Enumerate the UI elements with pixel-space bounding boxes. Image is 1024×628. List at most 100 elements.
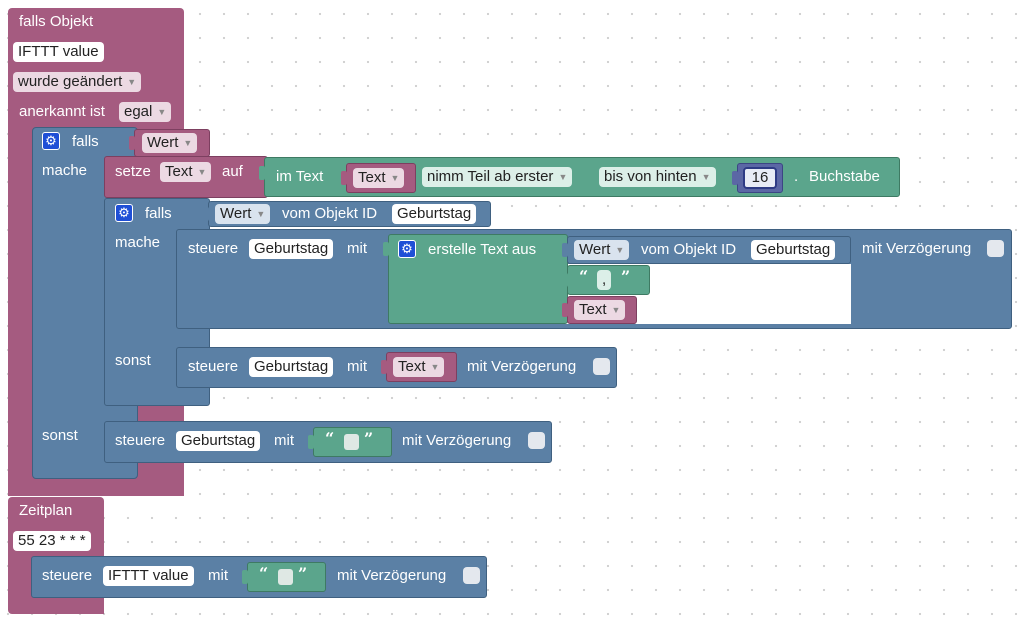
open-quote-icon: “ [579, 267, 589, 286]
set-auf: auf [222, 163, 243, 180]
gear-icon[interactable]: ⚙ [115, 204, 133, 222]
control1-mit: mit [347, 240, 367, 257]
trigger-change-label: wurde geändert [18, 73, 123, 90]
substring-buchstabe: Buchstabe [809, 168, 880, 185]
connector-tab [341, 171, 347, 185]
set-var-dropdown[interactable]: Text ▼ [160, 162, 212, 182]
schedule-title: Zeitplan [19, 502, 73, 519]
substring-to-dropdown[interactable]: bis von hinten ▼ [599, 167, 716, 187]
chevron-down-icon: ▼ [611, 305, 621, 315]
substring-to-label: bis von hinten [604, 168, 697, 185]
schedule-mit: mit [208, 567, 228, 584]
control1-steuere: steuere [188, 240, 239, 257]
join-wert-label: Wert [579, 241, 611, 258]
chevron-down-icon: ▼ [558, 172, 568, 182]
connector-tab [732, 171, 738, 185]
substring-im-text: im Text [276, 168, 324, 185]
connector-tab [383, 242, 389, 256]
control3-delay-checkbox[interactable] [528, 432, 545, 449]
connector-tab [381, 360, 387, 374]
open-quote-icon: “ [325, 429, 335, 448]
chevron-down-icon: ▼ [127, 77, 137, 87]
gear-icon[interactable]: ⚙ [398, 240, 416, 258]
connector-tab [562, 243, 568, 257]
control3-mit: mit [274, 432, 294, 449]
join-text-var-dropdown[interactable]: Text ▼ [574, 300, 626, 320]
if-outer-falls: falls [72, 133, 99, 150]
inner-cond-wert-label: Wert [220, 205, 252, 222]
connector-tab [129, 136, 135, 150]
trigger-ack-dropdown[interactable]: egal ▼ [119, 102, 172, 122]
chevron-down-icon: ▼ [390, 173, 400, 183]
substring-from-dropdown[interactable]: nimm Teil ab erster ▼ [422, 167, 573, 187]
set-var-label: Text [165, 163, 193, 180]
connector-tab [203, 207, 209, 221]
connector-tab [562, 303, 568, 317]
control1-delay-checkbox[interactable] [987, 240, 1004, 257]
substring-source-label: Text [358, 169, 386, 186]
chevron-down-icon: ▼ [183, 138, 193, 148]
control1-target-field[interactable]: Geburtstag [249, 239, 334, 259]
join-text-var-label: Text [579, 301, 607, 318]
schedule-delay-label: mit Verzögerung [337, 567, 447, 584]
number-field[interactable]: 16 [743, 167, 777, 189]
chevron-down-icon: ▼ [615, 245, 625, 255]
control2-delay-label: mit Verzögerung [467, 358, 577, 375]
close-quote-icon: ” [621, 267, 631, 286]
substring-dot: . [794, 168, 799, 185]
inner-cond-wert-dropdown[interactable]: Wert ▼ [215, 204, 271, 224]
control2-mit: mit [347, 358, 367, 375]
control3-target-field[interactable]: Geburtstag [176, 431, 261, 451]
create-text-label: erstelle Text aus [428, 241, 537, 258]
schedule-steuere: steuere [42, 567, 93, 584]
empty-text-field[interactable] [344, 434, 359, 450]
chevron-down-icon: ▼ [197, 167, 207, 177]
trigger-title: falls Objekt [19, 13, 94, 30]
create-text-block[interactable] [388, 234, 568, 324]
trigger-change-dropdown[interactable]: wurde geändert ▼ [13, 72, 142, 92]
if-inner-falls: falls [145, 205, 172, 222]
schedule-target-field[interactable]: IFTTT value [103, 566, 194, 586]
chevron-down-icon: ▼ [157, 107, 167, 117]
substring-source-dropdown[interactable]: Text ▼ [353, 168, 405, 188]
control3-steuere: steuere [115, 432, 166, 449]
if-outer-sonst: sonst [42, 427, 78, 444]
if-inner-sonst: sonst [115, 352, 151, 369]
schedule-empty-text-block[interactable] [247, 562, 326, 592]
control2-steuere: steuere [188, 358, 239, 375]
chevron-down-icon: ▼ [430, 362, 440, 372]
condition-var-label: Wert [147, 134, 179, 151]
substring-from-label: nimm Teil ab erster [427, 168, 554, 185]
control2-target-field[interactable]: Geburtstag [249, 357, 334, 377]
gear-icon[interactable]: ⚙ [42, 132, 60, 150]
if-inner-mache: mache [115, 234, 161, 251]
control2-value-dropdown[interactable]: Text ▼ [393, 357, 445, 377]
trigger-ack-value: egal [124, 103, 153, 120]
if-outer-mache: mache [42, 162, 88, 179]
close-quote-icon: ” [298, 564, 308, 583]
join-vom-objekt: vom Objekt ID [641, 241, 737, 258]
close-quote-icon: ” [364, 429, 374, 448]
chevron-down-icon: ▼ [701, 172, 711, 182]
join-object-field[interactable]: Geburtstag [751, 240, 836, 260]
empty-text-field[interactable] [278, 569, 293, 585]
trigger-ack-label: anerkannt ist [19, 103, 105, 120]
connector-tab [308, 435, 314, 449]
control3-delay-label: mit Verzögerung [402, 432, 512, 449]
control2-value-label: Text [398, 358, 426, 375]
inner-cond-object-field[interactable]: Geburtstag [392, 204, 477, 224]
control1-delay-label: mit Verzögerung [862, 240, 972, 257]
trigger-block-footer [8, 484, 184, 496]
trigger-object-field[interactable]: IFTTT value [13, 42, 104, 62]
open-quote-icon: “ [259, 564, 269, 583]
chevron-down-icon: ▼ [256, 209, 266, 219]
schedule-cron-field[interactable]: 55 23 * * * [13, 531, 91, 551]
condition-var-dropdown[interactable]: Wert ▼ [142, 133, 198, 153]
schedule-delay-checkbox[interactable] [463, 567, 480, 584]
comma-text-field[interactable]: , [597, 270, 612, 290]
join-wert-dropdown[interactable]: Wert ▼ [574, 240, 630, 260]
connector-tab [562, 273, 568, 287]
inner-cond-vom-objekt: vom Objekt ID [282, 205, 378, 222]
control2-delay-checkbox[interactable] [593, 358, 610, 375]
connector-tab [242, 570, 248, 584]
